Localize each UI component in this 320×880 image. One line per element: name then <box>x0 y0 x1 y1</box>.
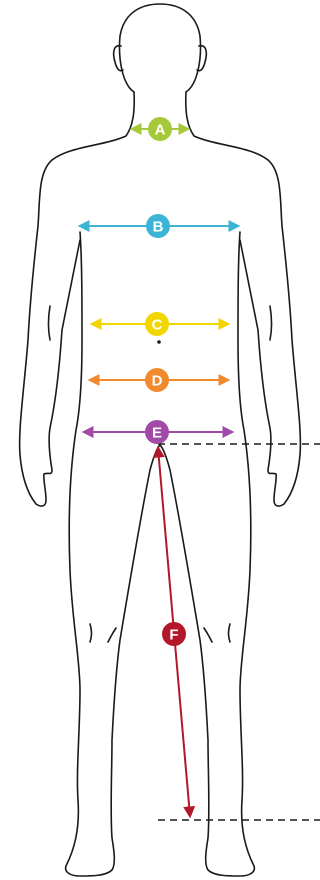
right-elbow-mark <box>270 306 272 340</box>
left-arm-outline <box>20 92 135 506</box>
chest-badge: B <box>146 214 170 238</box>
left-knee-mark-1 <box>90 624 92 642</box>
waist-badge-label: C <box>152 317 163 334</box>
inseam-badge-label: F <box>169 627 178 644</box>
chest-badge-label: B <box>153 219 164 236</box>
inseam-badge: F <box>162 622 186 646</box>
left-knee-mark-2 <box>108 628 116 642</box>
head-outline <box>120 4 201 92</box>
right-knee-mark-1 <box>229 624 231 642</box>
hips-badge-label: E <box>152 425 162 442</box>
neck-badge-label: A <box>155 122 166 139</box>
stomach-badge-label: D <box>152 373 163 390</box>
right-torso-leg-outline <box>160 232 254 876</box>
waist-badge: C <box>145 312 169 336</box>
navel-dot <box>157 340 161 344</box>
neck-badge: A <box>148 117 172 141</box>
right-knee-mark-2 <box>204 628 212 642</box>
left-elbow-mark <box>49 306 51 340</box>
stomach-badge: D <box>145 368 169 392</box>
hips-badge: E <box>145 420 169 444</box>
left-torso-leg-outline <box>66 232 160 876</box>
